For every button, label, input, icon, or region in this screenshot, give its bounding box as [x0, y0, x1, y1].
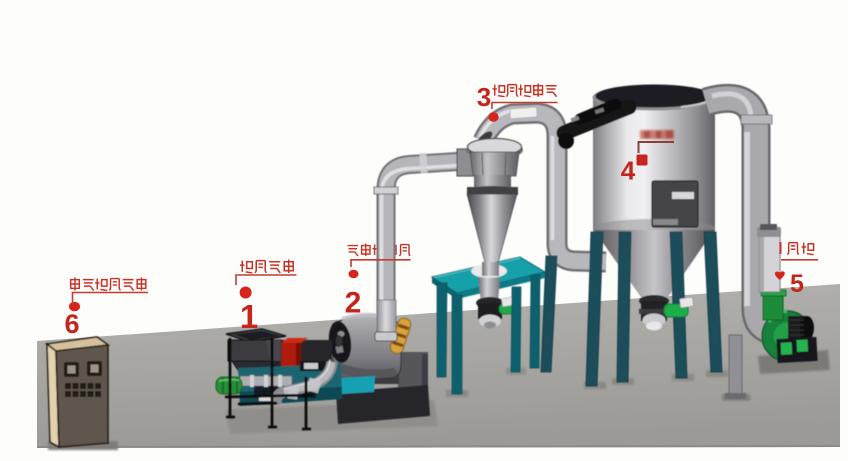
- svg-text:1: 1: [240, 298, 258, 335]
- svg-text:3: 3: [477, 82, 491, 112]
- svg-text:6: 6: [64, 309, 79, 339]
- svg-text:2: 2: [345, 287, 362, 320]
- svg-text:5: 5: [790, 270, 804, 298]
- svg-text:4: 4: [621, 156, 636, 186]
